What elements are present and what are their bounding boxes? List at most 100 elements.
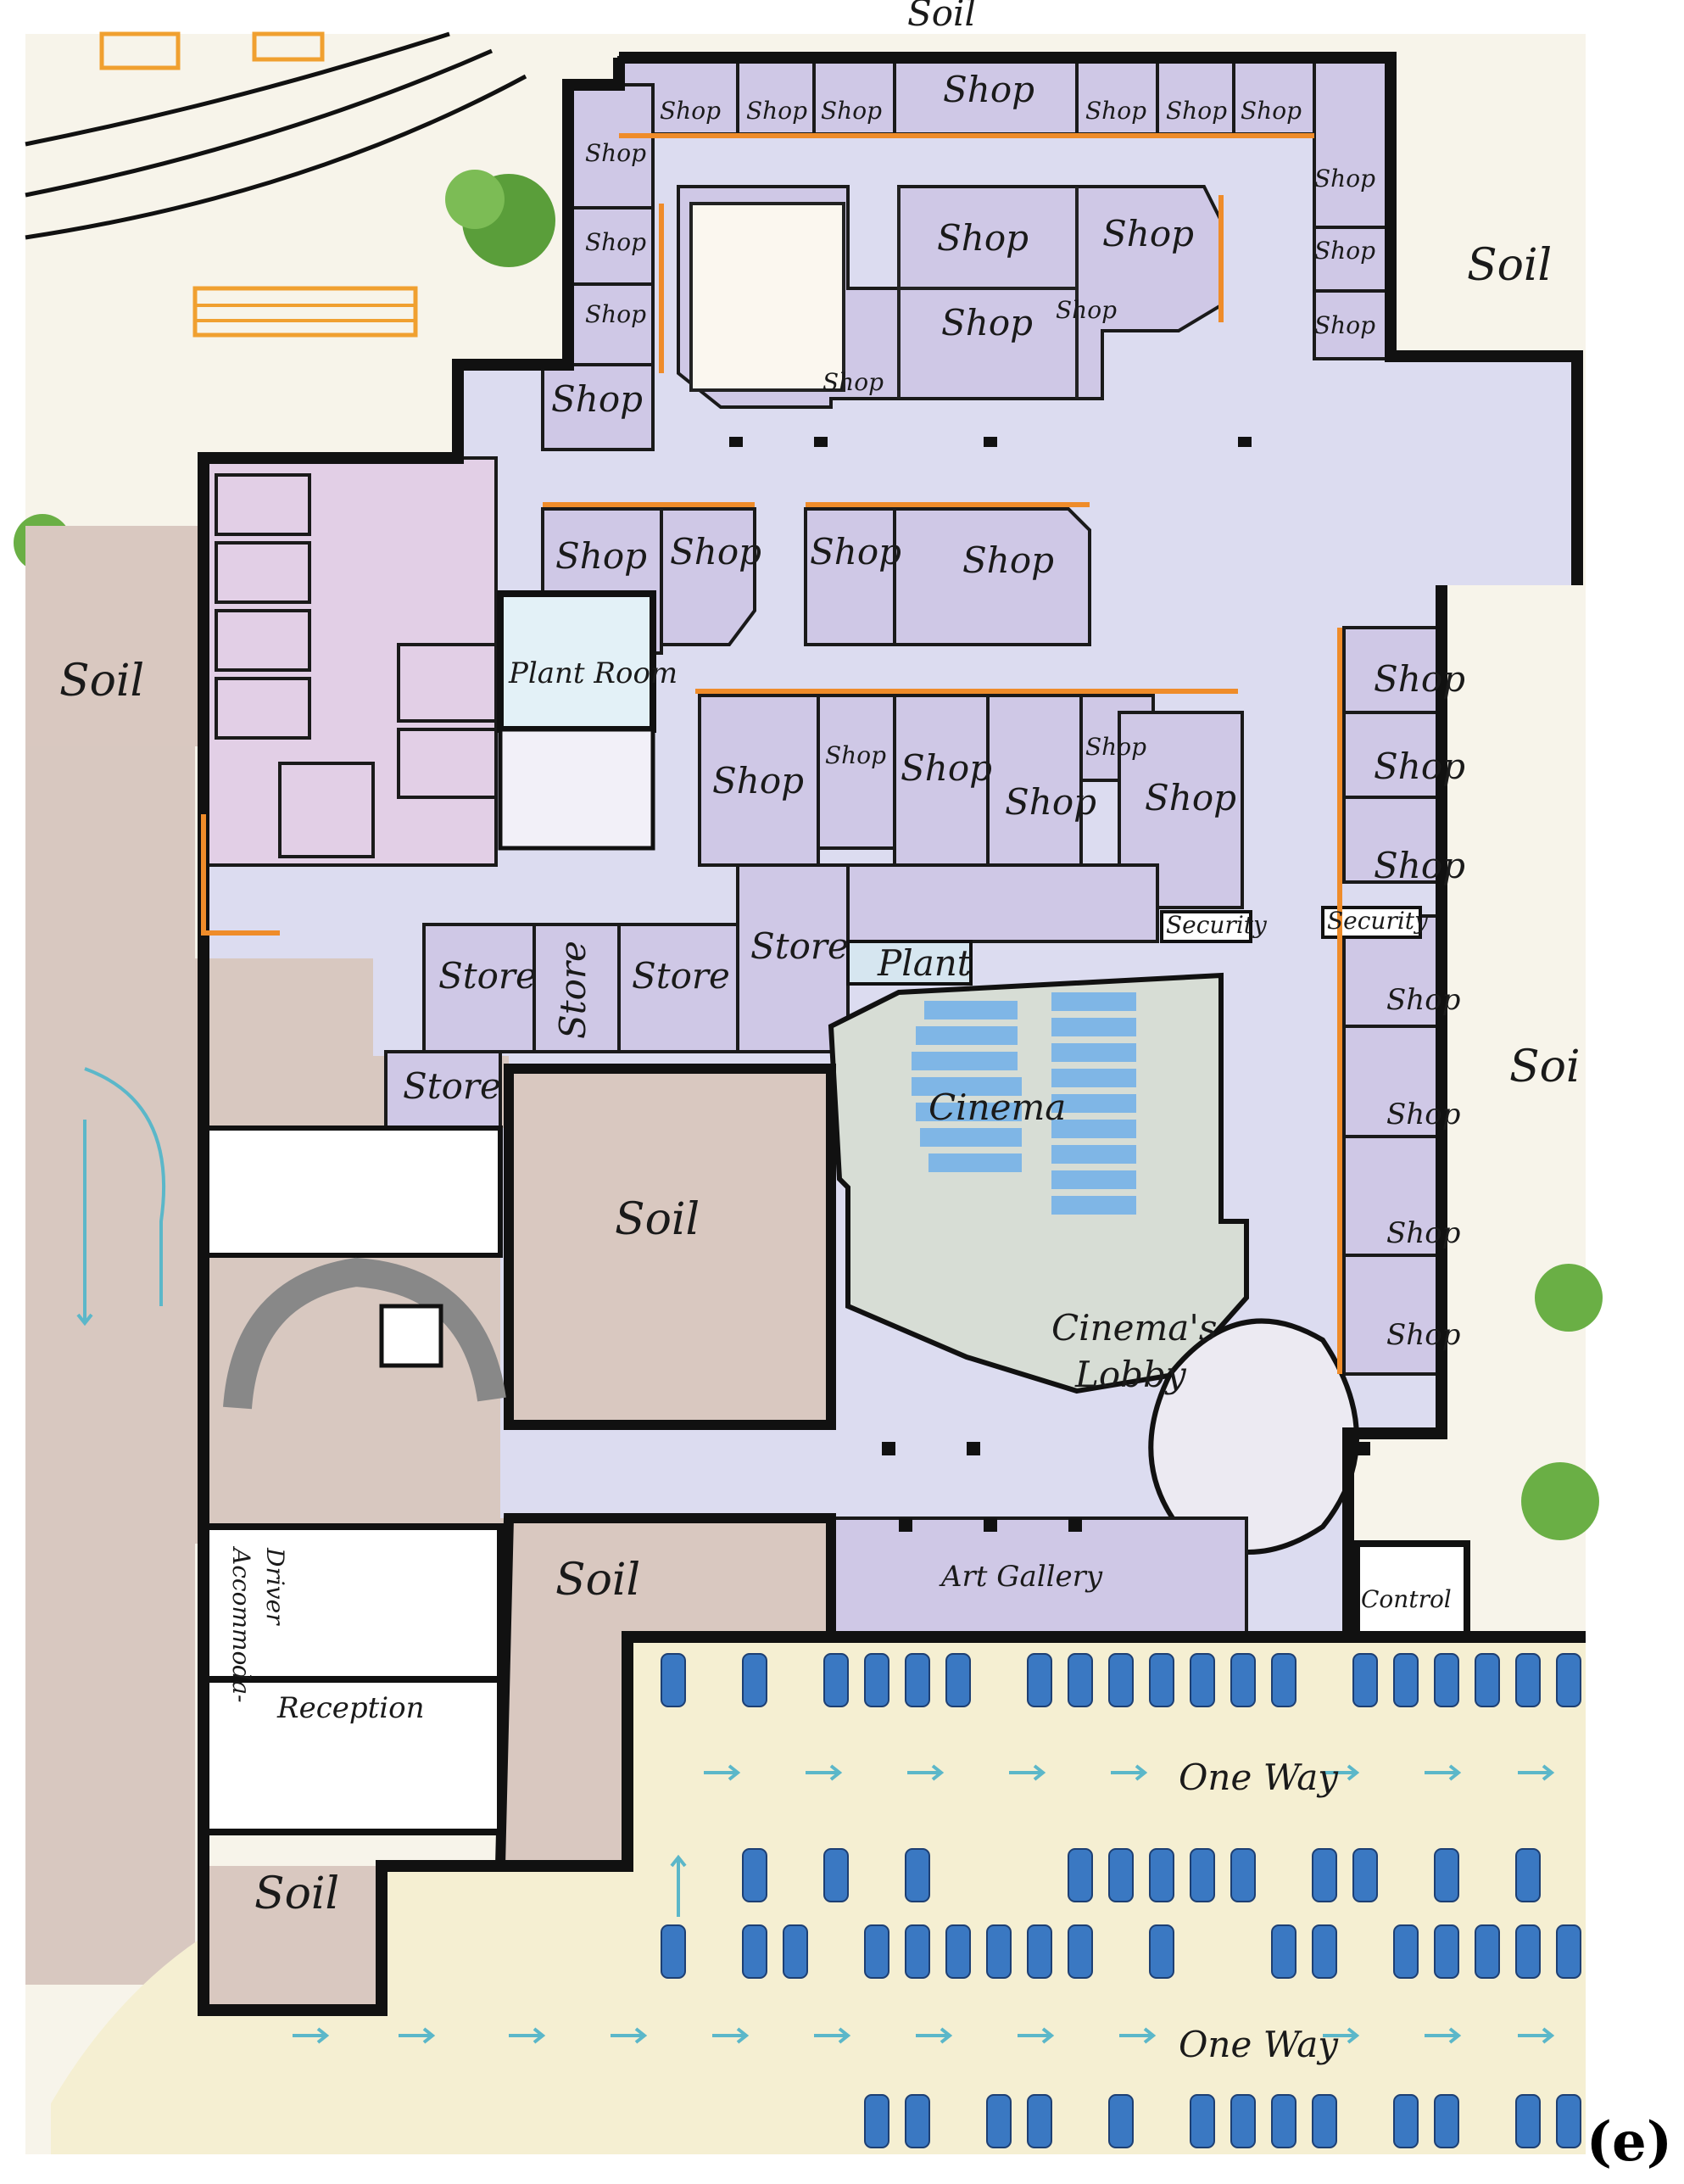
shop-label: Shop — [1056, 296, 1117, 324]
cinema-lobby-label-2: Lobby — [1074, 1354, 1187, 1395]
car-icon — [906, 1849, 929, 1902]
shop-label: Shop — [962, 539, 1054, 581]
figure-caption: (e) — [1586, 2110, 1672, 2174]
car-icon — [1068, 1925, 1092, 1978]
reception-label: Reception — [276, 1691, 425, 1725]
security-label: Security — [1327, 907, 1429, 935]
car-icon — [1435, 1925, 1458, 1978]
car-icon — [1109, 1849, 1133, 1902]
car-icon — [1150, 1925, 1174, 1978]
service-room — [280, 763, 373, 857]
service-room — [216, 543, 309, 602]
service-room — [216, 679, 309, 738]
shop-label: Shop — [1166, 97, 1227, 125]
car-icon — [1028, 1654, 1051, 1706]
store-label: Store — [632, 955, 730, 997]
shop-label: Shop — [585, 300, 646, 328]
car-icon — [865, 1925, 889, 1978]
car-icon — [1516, 1925, 1540, 1978]
car-icon — [1557, 1925, 1581, 1978]
car-icon — [1028, 2095, 1051, 2148]
service-room — [399, 645, 496, 721]
car-icon — [946, 1654, 970, 1706]
shop-label: Shop — [1145, 777, 1236, 818]
car-icon — [1475, 1654, 1499, 1706]
shop-label: Shop — [1386, 1216, 1460, 1250]
soil-label-bottom-left: Soil — [254, 1868, 339, 1919]
car-icon — [1516, 2095, 1540, 2148]
service-room — [216, 475, 309, 534]
car-icon — [1435, 1849, 1458, 1902]
control-label: Control — [1361, 1585, 1452, 1613]
shop-label: Shop — [1085, 733, 1146, 761]
car-icon — [1068, 1849, 1092, 1902]
cinema-lobby-label-1: Cinema's — [1051, 1307, 1217, 1349]
one-way-label: One Way — [1179, 2024, 1339, 2065]
driver-label-1: Driver — [261, 1547, 289, 1626]
store-label: Store — [438, 955, 537, 997]
service-room — [399, 729, 496, 797]
shop-label: Shop — [943, 69, 1034, 110]
shop-label: Shop — [1085, 97, 1146, 125]
car-icon — [1394, 2095, 1418, 2148]
shop-label: Shop — [1314, 237, 1375, 265]
shop-label: Shop — [1241, 97, 1302, 125]
car-icon — [1272, 1925, 1296, 1978]
shop-label: Shop — [551, 378, 643, 420]
soil-label-central: Soil — [615, 1194, 700, 1245]
soil-label-right-top: Soil — [1467, 240, 1552, 291]
car-icon — [906, 1925, 929, 1978]
shop-label: Shop — [585, 228, 646, 256]
car-icon — [1028, 1925, 1051, 1978]
car-icon — [1313, 2095, 1336, 2148]
shop-label: Shop — [555, 535, 647, 577]
cinema-label: Cinema — [928, 1086, 1066, 1128]
shop-label: Shop — [1102, 213, 1194, 254]
store-label: Store — [750, 925, 849, 967]
shop-label: Shop — [825, 741, 886, 769]
shop-label: Shop — [1314, 165, 1375, 193]
shop-label: Shop — [810, 531, 901, 573]
car-icon — [783, 1925, 807, 1978]
toilets-block — [691, 204, 844, 390]
car-icon — [1313, 1849, 1336, 1902]
car-icon — [824, 1849, 848, 1902]
car-icon — [1150, 1654, 1174, 1706]
car-icon — [743, 1654, 767, 1706]
service-road — [25, 746, 195, 1985]
car-icon — [743, 1925, 767, 1978]
car-icon — [1394, 1925, 1418, 1978]
car-icon — [1353, 1654, 1377, 1706]
car-icon — [1150, 1849, 1174, 1902]
car-icon — [1272, 2095, 1296, 2148]
car-icon — [906, 2095, 929, 2148]
shop-label: Shop — [1005, 781, 1096, 823]
soil-left — [25, 526, 204, 746]
shop-label: Shop — [1374, 658, 1465, 700]
shop-label: Shop — [585, 139, 646, 167]
car-icon — [865, 1654, 889, 1706]
car-icon — [1516, 1654, 1540, 1706]
car-icon — [1109, 1654, 1133, 1706]
car-icon — [1191, 1654, 1214, 1706]
car-icon — [946, 1925, 970, 1978]
shop-label: Shop — [746, 97, 807, 125]
car-icon — [1394, 1654, 1418, 1706]
car-icon — [1191, 1849, 1214, 1902]
store-label: Store — [403, 1065, 501, 1107]
shop-label: Shop — [1386, 1098, 1460, 1131]
shop-label: Shop — [1386, 1318, 1460, 1352]
car-icon — [1231, 1849, 1255, 1902]
car-icon — [1557, 2095, 1581, 2148]
car-icon — [1231, 1654, 1255, 1706]
soil-label-lower: Soil — [555, 1555, 640, 1606]
staff-rooms — [204, 1128, 500, 1255]
shop-label: Shop — [941, 302, 1033, 344]
car-icon — [1191, 2095, 1214, 2148]
security-label: Security — [1166, 911, 1268, 939]
car-icon — [987, 1925, 1011, 1978]
shop-label: Shop — [712, 760, 804, 802]
car-icon — [743, 1849, 767, 1902]
car-icon — [661, 1654, 685, 1706]
